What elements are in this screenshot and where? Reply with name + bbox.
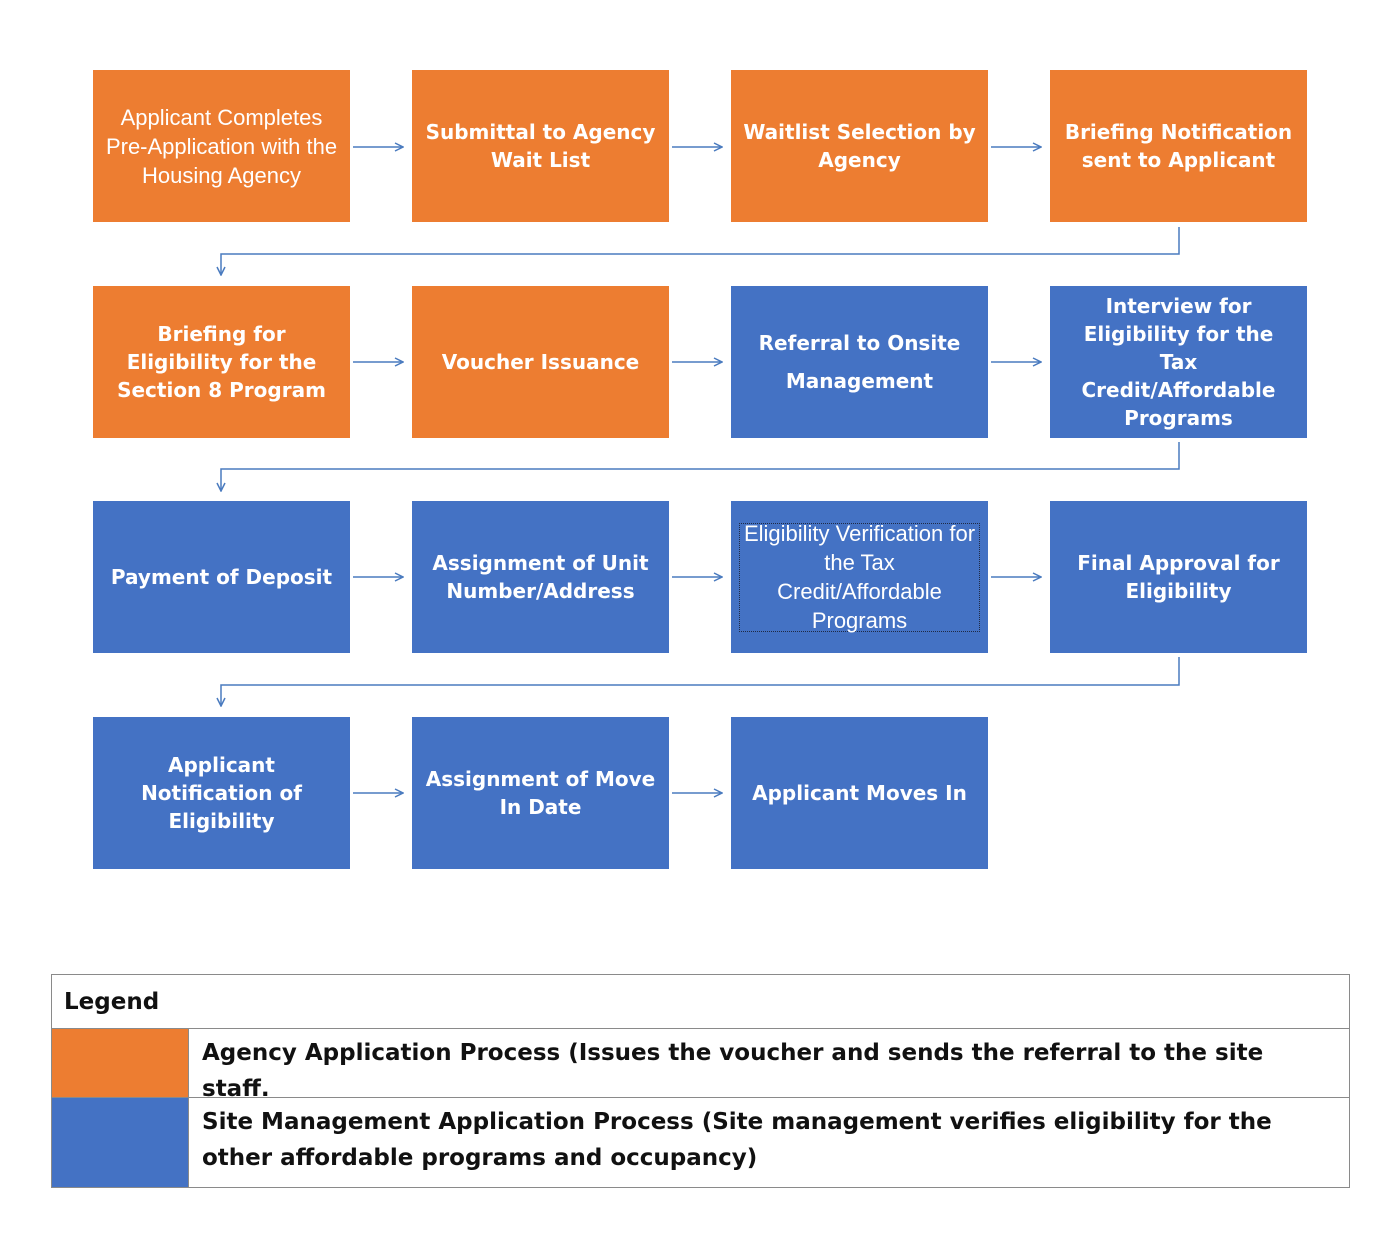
legend-label-agency: Agency Application Process (Issues the v… — [202, 1040, 1264, 1102]
step-label: Assignment of Unit Number/Address — [432, 551, 649, 603]
step-label: Assignment of Move In Date — [425, 767, 656, 819]
step-voucher-issuance: Voucher Issuance — [412, 286, 669, 438]
step-label: Submittal to Agency Wait List — [425, 120, 656, 172]
step-assignment-unit: Assignment of Unit Number/Address — [412, 501, 669, 653]
step-label: Briefing for Eligibility for the Section… — [117, 322, 326, 402]
legend-label-site: Site Management Application Process (Sit… — [202, 1109, 1272, 1171]
arrow-4-5 — [221, 227, 1180, 275]
step-applicant-moves-in: Applicant Moves In — [731, 717, 988, 869]
selection-outline — [739, 523, 980, 632]
step-label: Eligibility Verification for the Tax Cre… — [743, 521, 976, 633]
arrow-8-9 — [221, 442, 1180, 491]
step-label: Applicant Completes Pre-Application with… — [105, 104, 338, 188]
step-label: Applicant Moves In — [752, 781, 967, 805]
step-briefing-eligibility: Briefing for Eligibility for the Section… — [93, 286, 350, 438]
step-interview-eligibility: Interview for Eligibility for the Tax Cr… — [1050, 286, 1307, 438]
legend-row-agency: Agency Application Process (Issues the v… — [52, 1029, 1349, 1102]
step-eligibility-verification: Eligibility Verification for the Tax Cre… — [731, 501, 988, 653]
step-waitlist-selection: Waitlist Selection by Agency — [731, 70, 988, 222]
step-label: Waitlist Selection by Agency — [743, 120, 976, 172]
legend-table: Legend Agency Application Process (Issue… — [51, 974, 1350, 1188]
legend-title: Legend — [52, 975, 1349, 1029]
step-final-approval: Final Approval for Eligibility — [1050, 501, 1307, 653]
step-referral-onsite: Referral to Onsite Management — [731, 286, 988, 438]
step-briefing-notification: Briefing Notification sent to Applicant — [1050, 70, 1307, 222]
arrow-12-13 — [221, 657, 1180, 706]
step-pre-application: Applicant Completes Pre-Application with… — [93, 70, 350, 222]
step-label: Final Approval for Eligibility — [1077, 551, 1280, 603]
legend-row-site: Site Management Application Process (Sit… — [52, 1098, 1349, 1187]
step-label: Briefing Notification sent to Applicant — [1064, 120, 1293, 172]
step-payment-deposit: Payment of Deposit — [93, 501, 350, 653]
step-label: Payment of Deposit — [110, 565, 333, 589]
step-label: Interview for Eligibility for the Tax Cr… — [1081, 294, 1276, 430]
step-label: Applicant Notification of Eligibility — [141, 753, 302, 833]
step-submittal-wait-list: Submittal to Agency Wait List — [412, 70, 669, 222]
step-move-in-date: Assignment of Move In Date — [412, 717, 669, 869]
legend-swatch-site — [52, 1098, 189, 1187]
legend-swatch-agency — [52, 1029, 189, 1097]
step-applicant-notification: Applicant Notification of Eligibility — [93, 717, 350, 869]
step-label: Referral to Onsite Management — [758, 331, 961, 393]
step-label: Voucher Issuance — [441, 350, 640, 374]
